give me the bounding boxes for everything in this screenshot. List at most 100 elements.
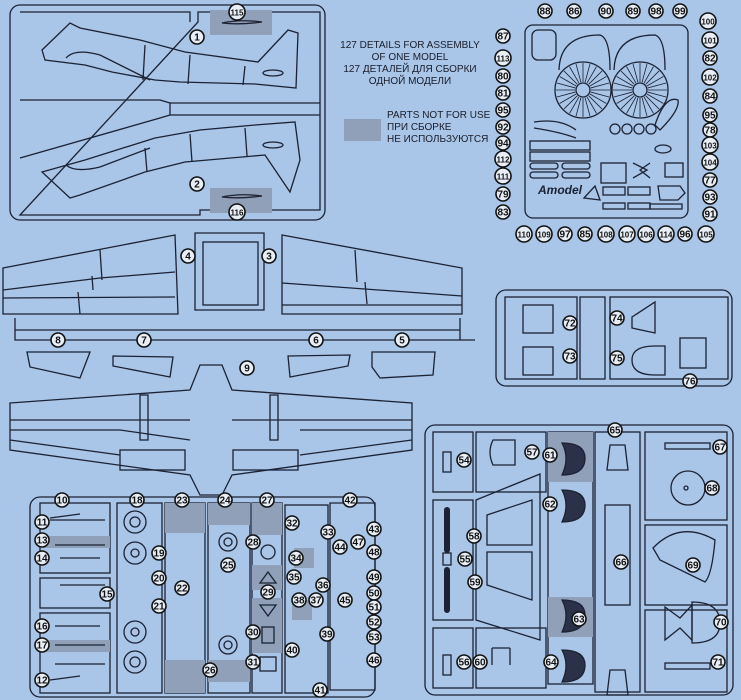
grille-spoke [586, 66, 597, 84]
part-number-label: 23 [176, 496, 188, 507]
part-74-shape [631, 300, 656, 334]
grille-spoke [626, 96, 637, 114]
pe-part-91 [649, 203, 683, 210]
part-number-label: 46 [368, 656, 380, 667]
pe-ring [609, 123, 621, 135]
grille-spoke [616, 76, 634, 87]
pe-part-112 [529, 140, 591, 151]
part-number-label: 77 [704, 176, 716, 187]
unused-line-3: НЕ ИСПОЛЬЗУЮТСЯ [387, 134, 489, 145]
grille-spoke [647, 82, 667, 89]
part-number-badge [495, 186, 511, 202]
fuselage-left-half [41, 22, 299, 89]
part-number-label: 14 [36, 554, 48, 565]
pe-part-114 [627, 186, 651, 196]
part-number-badge [312, 682, 328, 698]
cell-58-59 [475, 473, 541, 641]
pe-part-77 [664, 162, 684, 178]
part-75-shape [631, 345, 666, 376]
upper-wing-left-panel-lines [2, 249, 176, 315]
pe-part-104 [654, 144, 672, 154]
part-number-badge [308, 332, 324, 348]
wheel-hub [129, 516, 141, 528]
part-number-badge [672, 3, 688, 19]
part-number-badge [456, 654, 472, 670]
part-number-badge [366, 629, 382, 645]
part-number-badge [284, 642, 300, 658]
cell-67-68 [644, 431, 728, 521]
canopy-panel-72 [522, 304, 554, 334]
part-number-badge [174, 580, 190, 596]
part-number-label: 32 [286, 519, 298, 530]
part-number-label: 30 [247, 628, 259, 639]
part-number-label: 57 [526, 448, 538, 459]
unused-part-27-bg [252, 503, 282, 535]
part-number-badge [34, 637, 50, 653]
pe-part-111 [529, 151, 591, 162]
part-number-label: 81 [497, 89, 509, 100]
part-number-badge [571, 611, 587, 627]
part-number-badge [284, 515, 300, 531]
grille-spoke [563, 70, 578, 85]
part-number-badge [701, 31, 719, 49]
part-number-label: 71 [712, 658, 724, 669]
grille-spoke [645, 95, 660, 110]
part-number-badge [151, 545, 167, 561]
grille-spoke [559, 76, 577, 87]
part-number-badge [50, 332, 66, 348]
part-number-badge [189, 176, 205, 192]
small-parts-cell-c [39, 612, 111, 694]
part-number-label: 112 [497, 156, 510, 165]
pe-part-88-arch [558, 34, 611, 71]
part-number-badge [320, 524, 336, 540]
part-number-label: 78 [704, 126, 716, 137]
part-number-badge [34, 532, 50, 548]
part-number-label: 102 [703, 74, 717, 83]
part-number-badge [495, 68, 511, 84]
part-number-badge [713, 614, 729, 630]
part-number-label: 24 [219, 496, 231, 507]
part-66-seat [604, 504, 631, 606]
part-number-badge [99, 586, 115, 602]
part-number-label: 115 [231, 9, 244, 18]
part-number-badge [543, 654, 559, 670]
grille-spoke [643, 96, 654, 114]
part-number-label: 83 [497, 208, 509, 219]
pe-part-97 [582, 184, 601, 201]
part-number-label: 15 [101, 590, 113, 601]
detail-cell [284, 504, 329, 694]
part-number-badge [701, 136, 719, 154]
grille-spoke [645, 70, 660, 85]
grille-spoke [643, 66, 654, 84]
grille-spoke [626, 66, 637, 84]
title-block: 127 DETAILS FOR ASSEMBLY OF ONE MODEL 12… [335, 40, 485, 88]
part-number-badge [702, 50, 718, 66]
part-number-badge [702, 206, 718, 222]
grille-spoke [588, 70, 603, 85]
part-number-badge [291, 592, 307, 608]
part-number-label: 51 [368, 603, 380, 614]
part-number-label: 74 [611, 314, 623, 325]
hub-25-bottom [218, 635, 238, 655]
part-76-shape [679, 337, 707, 369]
pe-part-92-95 [533, 120, 577, 139]
brand-mark: Amodel [537, 183, 583, 197]
part-number-label: 79 [497, 190, 509, 201]
part-65-shapes [606, 444, 629, 696]
part-number-label: 55 [459, 555, 471, 566]
unused-part-23-top-bg [165, 503, 205, 533]
part-number-badge [494, 49, 512, 67]
part-number-badge [366, 521, 382, 537]
part-number-label: 45 [339, 596, 351, 607]
part-number-label: 6 [313, 336, 319, 347]
part-number-label: 11 [37, 518, 48, 529]
part-number-badge [456, 452, 472, 468]
part-number-label: 29 [262, 588, 274, 599]
pe-strip [561, 171, 591, 179]
part-number-label: 35 [288, 573, 300, 584]
grille-spoke [616, 93, 634, 104]
part-number-badge [495, 102, 511, 118]
part-number-label: 8 [55, 336, 61, 347]
unused-line-1: PARTS NOT FOR USE [387, 110, 491, 121]
